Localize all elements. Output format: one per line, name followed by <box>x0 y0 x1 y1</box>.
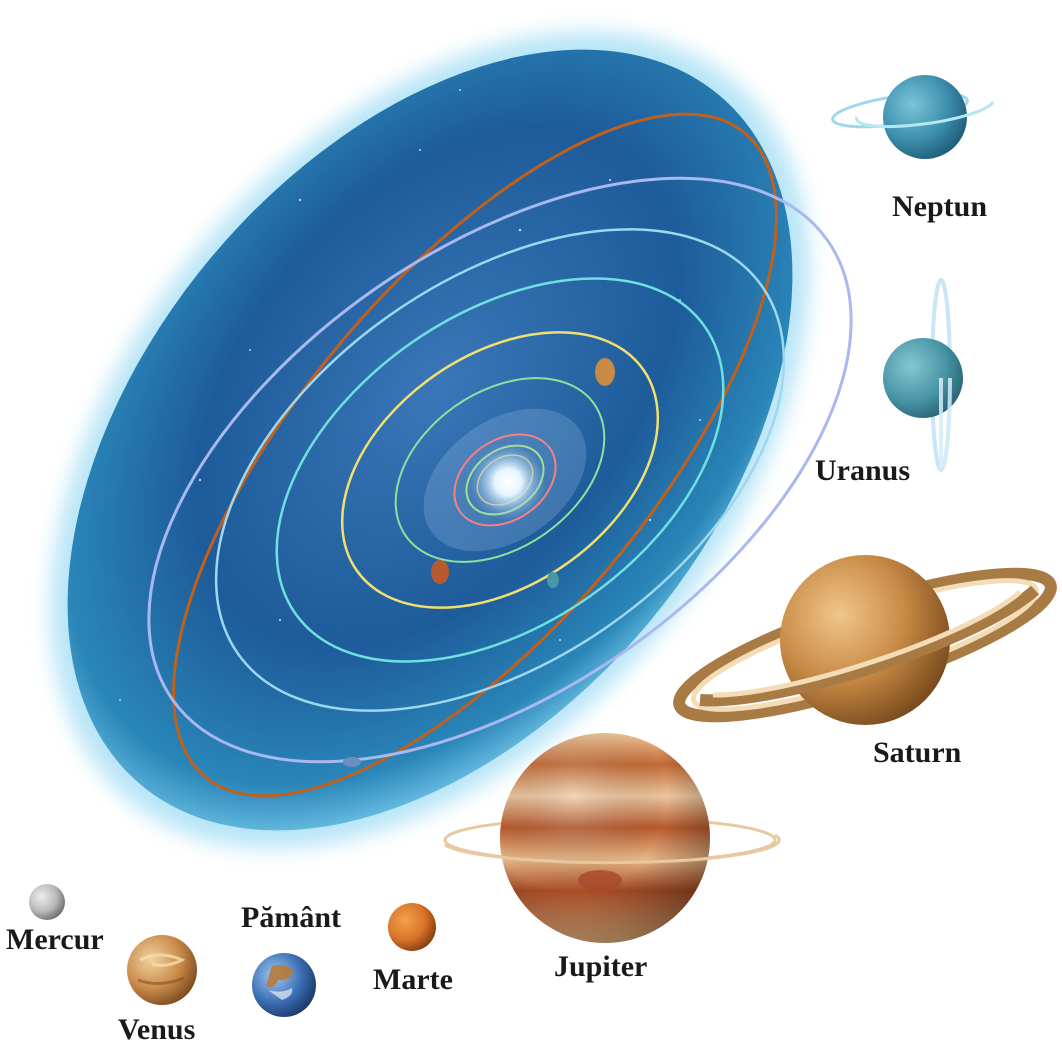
neptun-planet <box>831 75 995 159</box>
marte-planet <box>388 903 436 951</box>
jupiter-planet <box>443 733 781 943</box>
saturn-planet <box>673 555 1057 725</box>
neptun-label: Neptun <box>892 190 988 223</box>
venus-label: Venus <box>118 1013 196 1043</box>
pamant-planet <box>252 953 316 1017</box>
mercur-label: Mercur <box>6 923 104 956</box>
uranus-planet <box>883 278 963 473</box>
sun <box>470 444 546 520</box>
stars <box>119 89 701 701</box>
space-disc <box>50 31 810 849</box>
saturn-label: Saturn <box>873 736 962 769</box>
jupiter-label: Jupiter <box>554 950 648 983</box>
orbit-planets <box>343 358 615 767</box>
mercur-planet <box>29 884 65 920</box>
venus-planet <box>127 935 197 1005</box>
pamant-label: Pământ <box>241 901 341 934</box>
marte-label: Marte <box>373 963 453 996</box>
uranus-label: Uranus <box>815 454 911 487</box>
